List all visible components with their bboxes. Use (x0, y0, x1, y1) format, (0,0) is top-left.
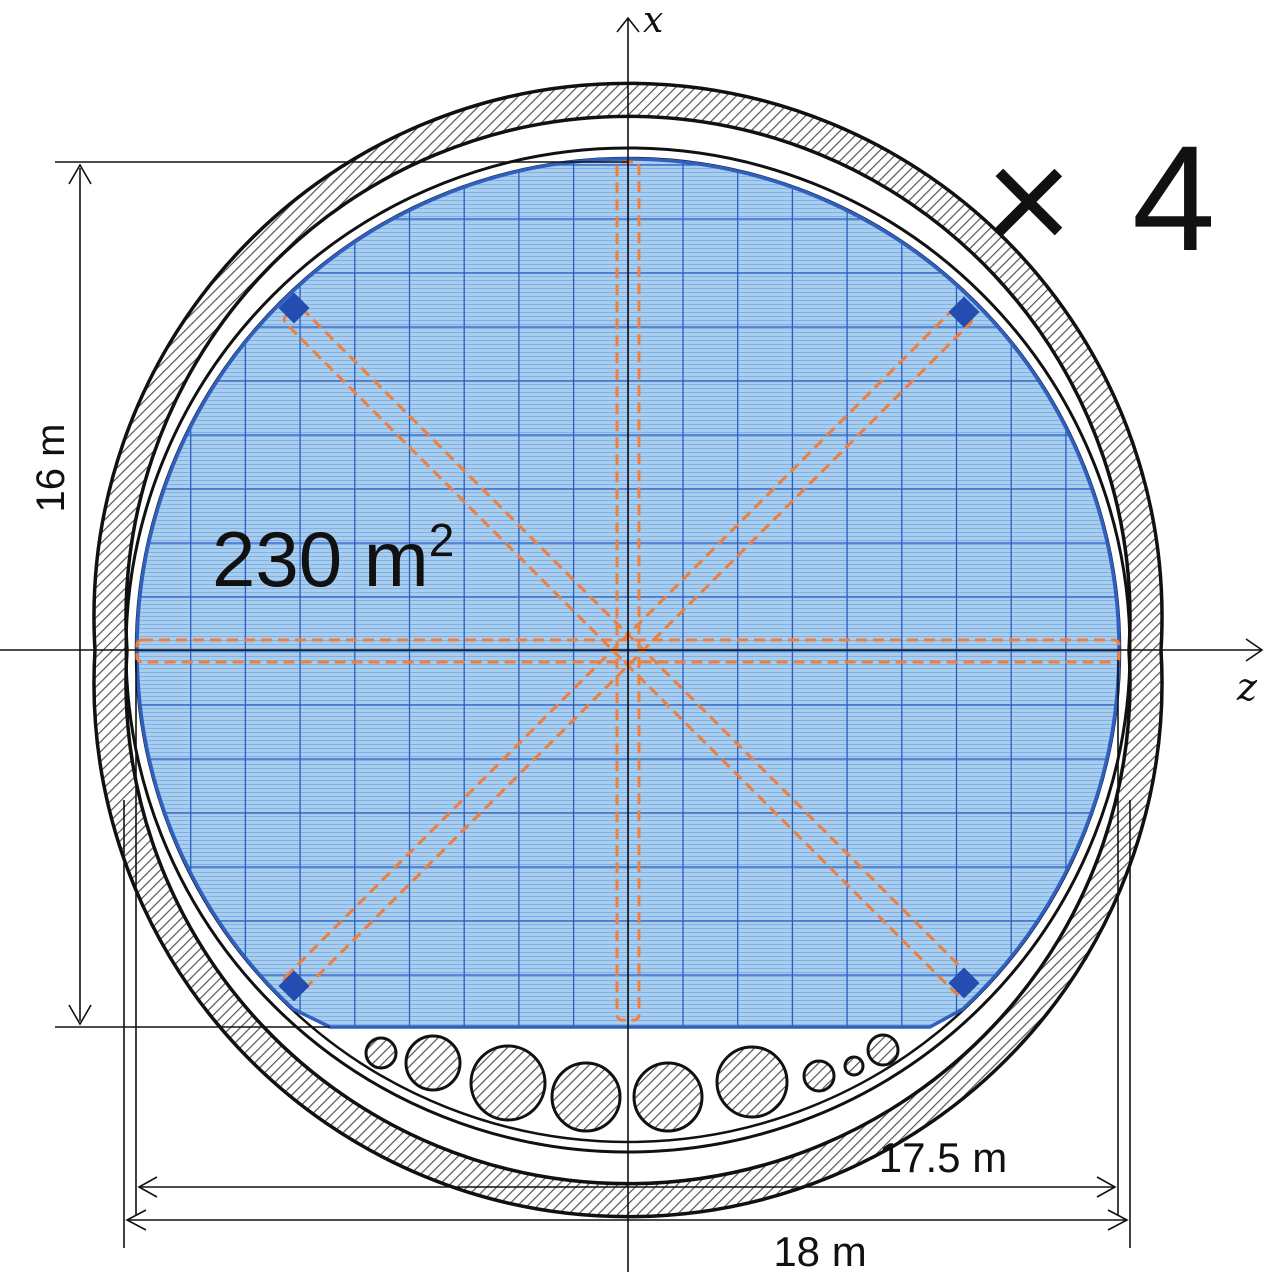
pipe-circle-icon (550, 1061, 622, 1133)
height-dimension-label: 16 m (29, 424, 73, 513)
pipe-circle-icon (469, 1044, 547, 1122)
pipe-circle-icon (715, 1045, 789, 1119)
multiplier-value: 4 (1132, 114, 1215, 282)
pipe-circle-icon (866, 1033, 900, 1067)
area-value: 230 m (212, 515, 429, 603)
width-dimensions (123, 660, 1131, 1248)
pipe-circle-icon (802, 1059, 836, 1093)
pipe-circle-icon (404, 1034, 462, 1092)
anchor-square-icon (278, 970, 310, 1002)
z-axis-label: z (1236, 665, 1258, 709)
x-axis-arrowhead (616, 16, 640, 33)
height-dimension (55, 161, 628, 1028)
inner-width-label: 17.5 m (879, 1134, 1007, 1181)
pipe-circle-icon (632, 1061, 704, 1133)
area-label: 230 m2 (212, 514, 454, 603)
z-axis-arrowhead (1245, 638, 1264, 662)
pipe-circle-icon (843, 1055, 865, 1077)
area-superscript: 2 (429, 514, 455, 566)
anchor-square-icon (278, 292, 310, 324)
coordinate-axes (0, 16, 1264, 1272)
x-axis-label: x (643, 0, 663, 41)
pipe-circle-icon (364, 1036, 398, 1070)
anchor-square-icon (948, 296, 980, 328)
multiplier-symbol: × (985, 116, 1073, 284)
outer-width-label: 18 m (773, 1228, 866, 1272)
service-pipes (364, 1033, 900, 1133)
